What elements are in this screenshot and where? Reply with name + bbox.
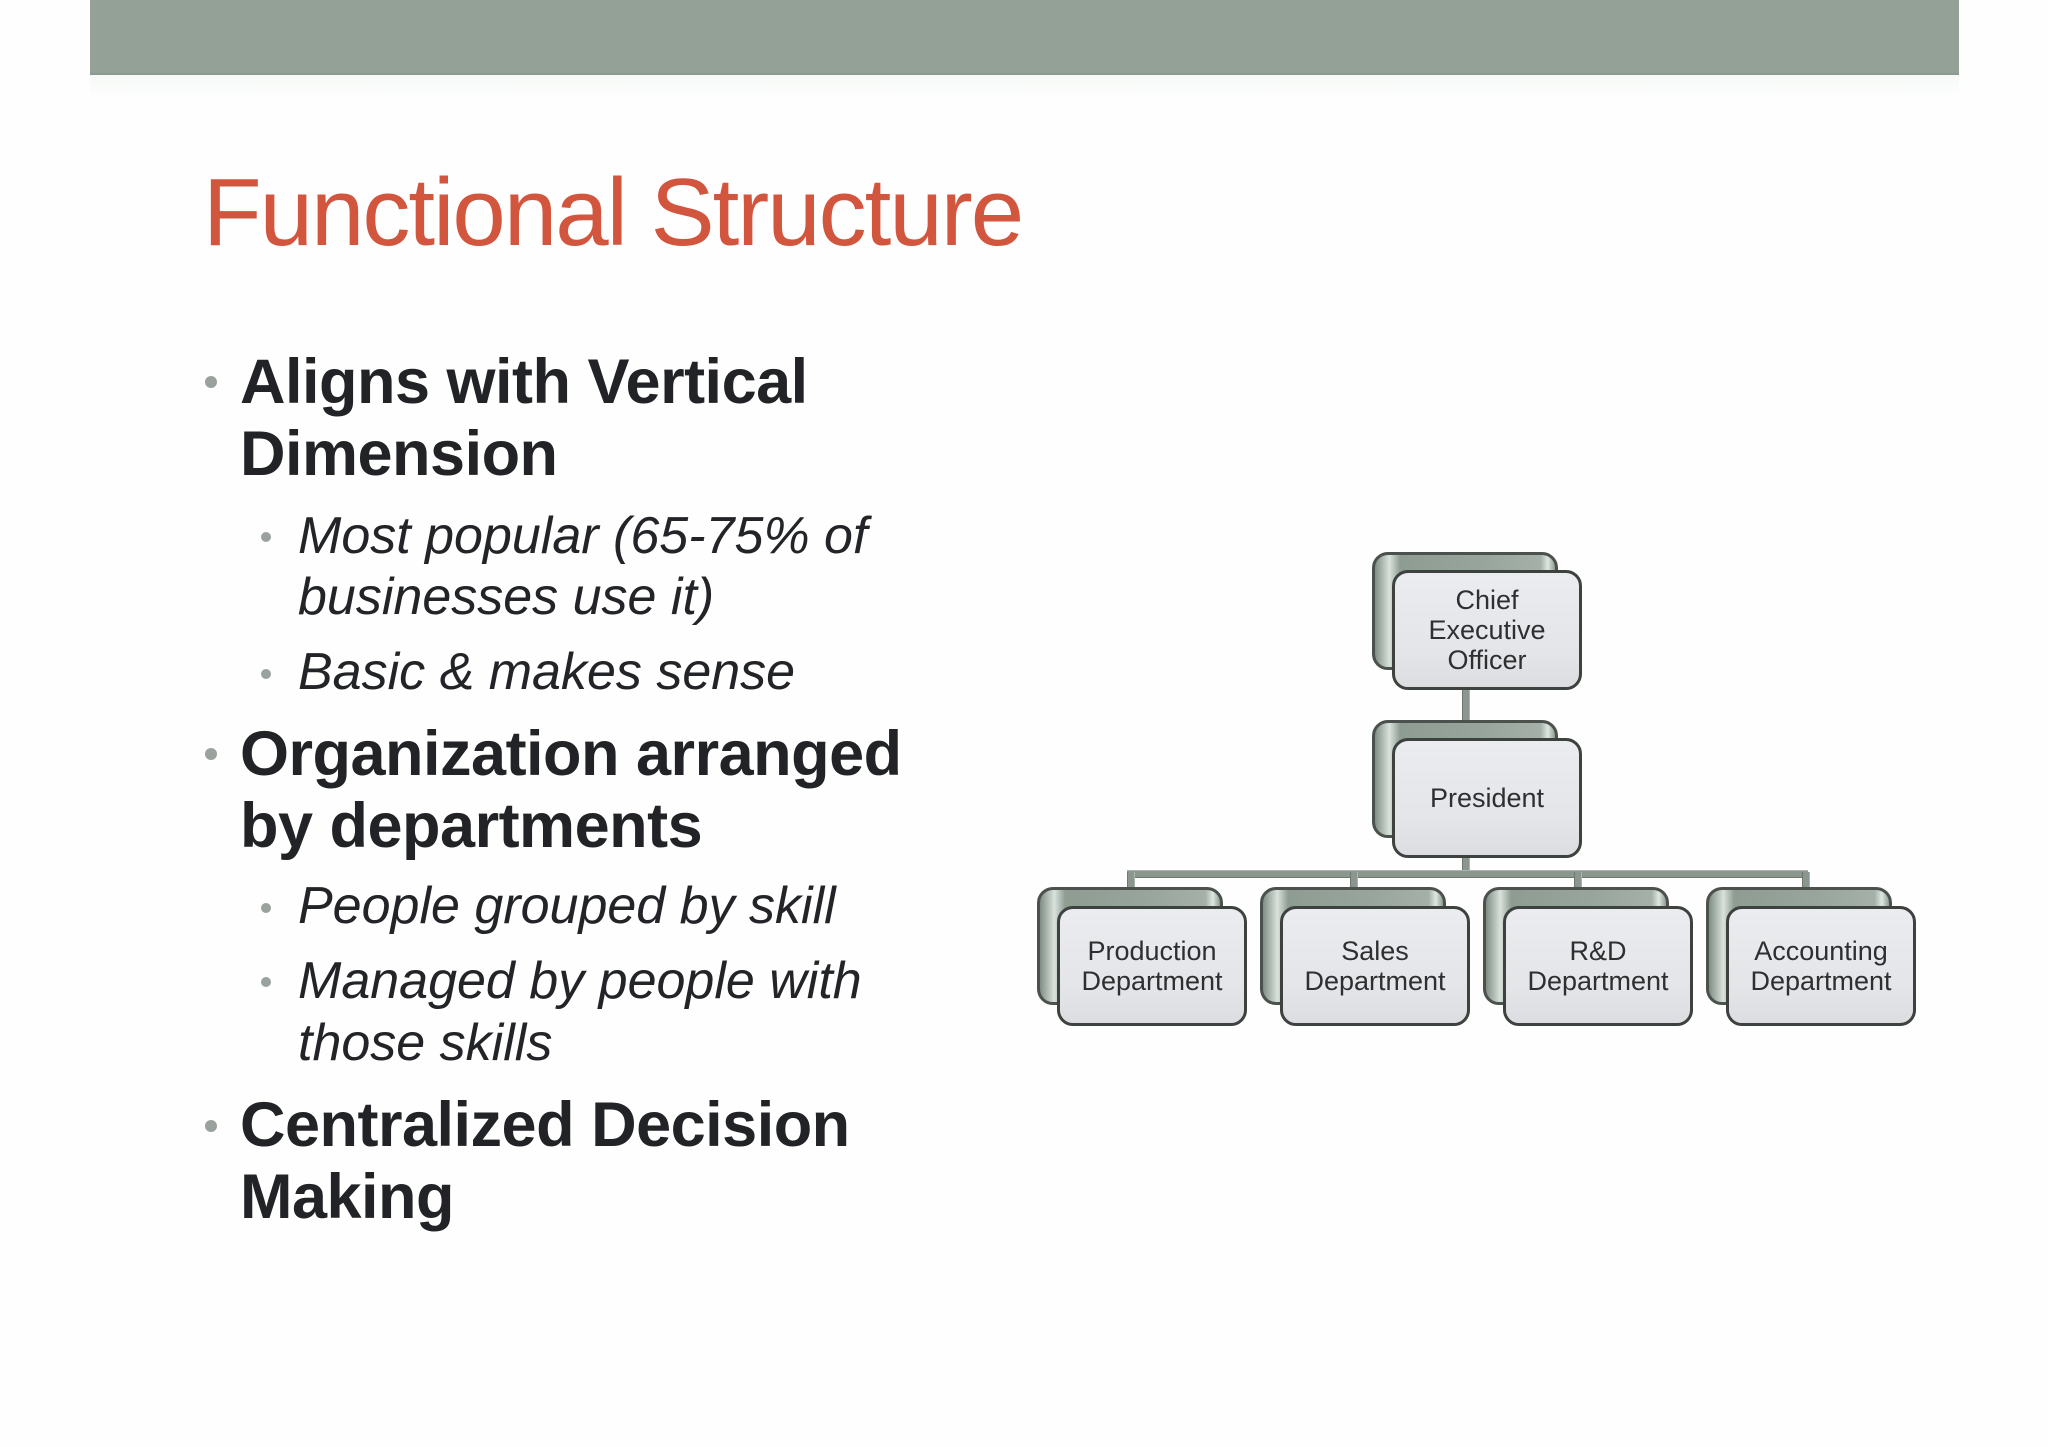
bullet-1-line-1: Aligns with Vertical	[240, 347, 808, 417]
bullet-1-line-2: Dimension	[240, 419, 558, 489]
sub-bullet-dot-icon	[261, 977, 271, 987]
connector-ceo-president	[1462, 688, 1470, 740]
slide-title: Functional Structure	[203, 159, 1024, 266]
header-bar-shadow	[90, 75, 1959, 97]
rnd-node-label: R&D Department	[1527, 936, 1669, 996]
president-node-label: President	[1429, 783, 1545, 813]
bullet-2-line-1: Organization arranged	[240, 719, 902, 789]
bullet-2-line-2: by departments	[240, 791, 703, 861]
bullet-2-2-line-2: those skills	[298, 1014, 553, 1072]
slide-header-bar	[90, 0, 1959, 75]
connector-rnd	[1574, 872, 1582, 890]
bullet-3-line-1: Centralized Decision	[240, 1090, 850, 1160]
production-node-label: Production Department	[1081, 936, 1223, 996]
connector-accounting	[1802, 872, 1810, 890]
bullet-dot-icon	[205, 1120, 217, 1132]
sales-department-node: Sales Department	[1280, 906, 1470, 1026]
president-node: President	[1392, 738, 1582, 858]
rnd-department-node: R&D Department	[1503, 906, 1693, 1026]
ceo-node: Chief Executive Officer	[1392, 570, 1582, 690]
connector-sales	[1350, 872, 1358, 890]
sales-node-label: Sales Department	[1304, 936, 1446, 996]
ceo-node-label: Chief Executive Officer	[1428, 585, 1546, 675]
bullet-2-1-line-1: People grouped by skill	[298, 877, 836, 935]
accounting-node-label: Accounting Department	[1750, 936, 1892, 996]
bullet-dot-icon	[205, 376, 217, 388]
bullet-1-1-line-1: Most popular (65-75% of	[298, 507, 868, 565]
accounting-department-node: Accounting Department	[1726, 906, 1916, 1026]
bullet-3-line-2: Making	[240, 1162, 455, 1232]
connector-production	[1127, 872, 1135, 890]
production-department-node: Production Department	[1057, 906, 1247, 1026]
sub-bullet-dot-icon	[261, 903, 271, 913]
connector-department-bus	[1127, 870, 1808, 878]
bullet-2-2-line-1: Managed by people with	[298, 952, 862, 1010]
connector-president-down	[1462, 856, 1470, 876]
sub-bullet-dot-icon	[261, 532, 271, 542]
bullet-1-1-line-2: businesses use it)	[298, 568, 715, 626]
sub-bullet-dot-icon	[261, 669, 271, 679]
bullet-dot-icon	[205, 748, 217, 760]
bullet-1-2-line-1: Basic & makes sense	[298, 643, 796, 701]
